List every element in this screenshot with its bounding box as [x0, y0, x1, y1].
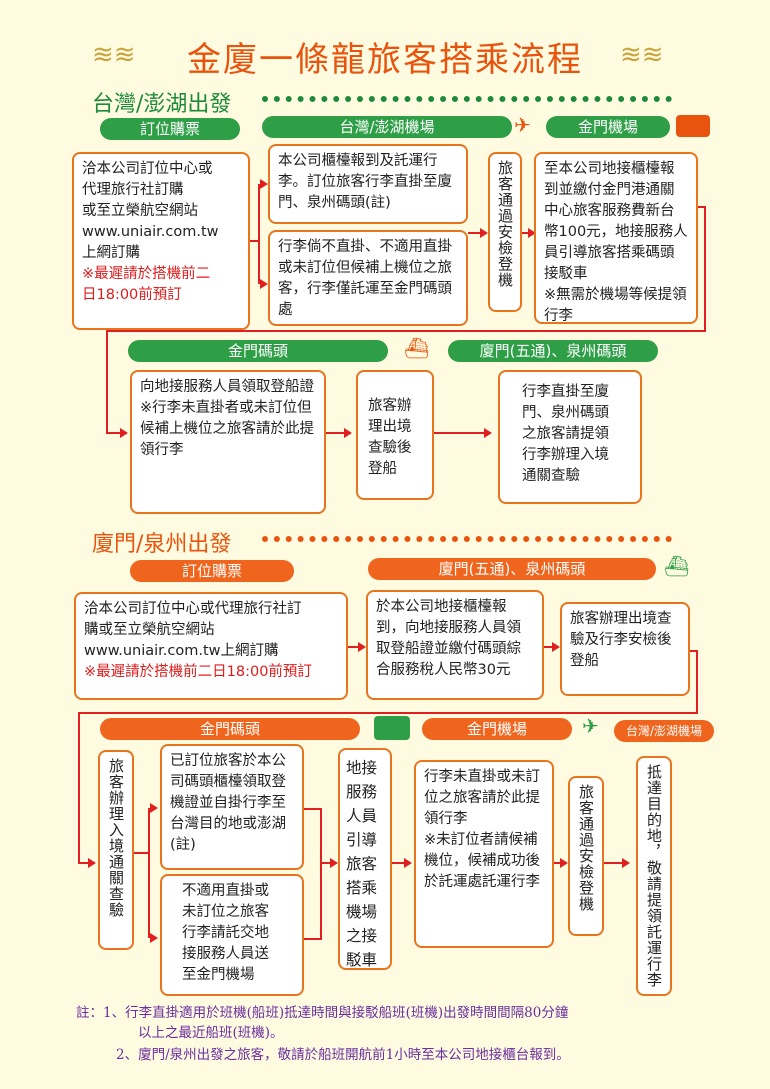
box-unbooked: 不適用直掛或未訂位之旅客行李請託交地接服務人員送至金門機場 [160, 874, 304, 996]
vbox-guide: 地接服務人員引導旅客搭乘機場之接駁車 [338, 748, 392, 970]
box-booked: 已訂位旅客於本公司碼頭櫃檯領取登機證並自掛行李至台灣目的地或澎湖(註) [160, 744, 304, 870]
arrive-text: 抵達目的地，敬請提領託運行李 [645, 764, 663, 988]
booking-line: 上網訂購 [82, 245, 140, 261]
security-text: 旅客通過安檢登機 [577, 784, 595, 912]
pill-xm-pier: 廈門(五通)、泉州碼頭 [368, 558, 656, 580]
vbox-security: 旅客通過安檢登機 [568, 776, 604, 936]
vbox-security: 旅客通過安檢登機 [488, 152, 522, 312]
box-counter: 於本公司地接櫃檯報到，向地接服務人員領取登船證並繳付碼頭綜合服務稅人民幣30元 [366, 590, 544, 700]
security-text: 旅客通過安檢登機 [496, 160, 514, 288]
box-booking: 洽本公司訂位中心或 代理旅行社訂購 或至立榮航空網站 www.uniair.co… [72, 152, 250, 330]
pill-booking: 訂位購票 [130, 560, 294, 582]
booking-warning: ※最遲請於搭機前二 [82, 266, 211, 282]
pill-km-airport: 金門機場 [422, 718, 572, 740]
booking-line: 或至立榮航空網站 [82, 203, 198, 219]
booking-warning: 日18:00前預訂 [82, 287, 182, 303]
box-immigration: 旅客辦理出境查驗後登船 [356, 370, 434, 500]
section-heading-taiwan: 台灣/澎湖出發 [92, 92, 232, 117]
airplane-icon: ✈ [582, 714, 599, 738]
pill-booking: 訂位購票 [100, 118, 240, 140]
vbox-entry: 旅客辦理入境通關查驗 [98, 750, 134, 950]
box-arrival: 行李直掛至廈門、泉州碼頭之旅客請提領行李辦理入境通關查驗 [498, 370, 642, 504]
box-pier: 向地接服務人員領取登船證 ※行李未直掛者或未訂位但候補上機位之旅客請於此提領行李 [130, 370, 326, 514]
title-ornament-right: ≋≋ [620, 40, 664, 70]
note-1: 註：1、行李直掛適用於班機(船班)抵達時間與接駁船班(班機)出發時間間隔80分鐘 [76, 1005, 569, 1021]
section-divider [262, 96, 672, 102]
booking-line: www.uniair.com.tw上網訂購 [84, 643, 279, 659]
note-2: 2、廈門/泉州出發之旅客，敬請於船班開航前1小時至本公司地接櫃台報到。 [116, 1047, 570, 1063]
pill-tw-airport: 台灣/澎湖機場 [262, 116, 512, 138]
airplane-icon: ✈ [514, 113, 531, 137]
box-booking: 洽本公司訂位中心或代理旅行社訂 購或至立榮航空網站 www.uniair.com… [74, 592, 348, 700]
booking-line: 洽本公司訂位中心或代理旅行社訂 [84, 601, 302, 617]
title-ornament-left: ≋≋ [92, 40, 136, 70]
box-board: 旅客辦理出境查驗及行李安檢後登船 [560, 602, 690, 696]
bus-icon [374, 716, 410, 740]
page-title: 金廈一條龍旅客搭乘流程 [187, 40, 583, 80]
pill-km-airport: 金門機場 [546, 116, 670, 138]
booking-line: 代理旅行社訂購 [82, 182, 184, 198]
box-km-counter: 至本公司地接櫃檯報到並繳付金門港通關中心旅客服務費新台幣100元，地接服務人員引… [534, 152, 698, 324]
box-airport: 行李未直掛或未訂位之旅客請於此提領行李 ※未訂位者請候補機位，候補成功後於託運處… [414, 760, 554, 948]
pill-km-pier: 金門碼頭 [128, 340, 388, 362]
pill-tw-airport: 台灣/澎湖機場 [614, 720, 714, 742]
booking-warning: ※最遲請於搭機前二日18:00前預訂 [84, 664, 312, 680]
section-divider [262, 536, 672, 542]
vbox-arrive: 抵達目的地，敬請提領託運行李 [636, 756, 672, 996]
ship-icon: ⛴ [664, 554, 690, 578]
box-checkin: 本公司櫃檯報到及託運行李。訂位旅客行李直掛至廈門、泉州碼頭(註) [268, 144, 468, 224]
note-1-cont: 以上之最近船班(班機)。 [138, 1025, 284, 1041]
pill-km-pier: 金門碼頭 [100, 718, 360, 740]
booking-line: 洽本公司訂位中心或 [82, 161, 213, 177]
booking-line: 購或至立榮航空網站 [84, 622, 215, 638]
booking-line: www.uniair.com.tw [82, 224, 219, 240]
bus-icon [676, 115, 710, 137]
box-standby: 行李倘不直掛、不適用直掛或未訂位但候補上機位之旅客，行李僅託運至金門碼頭處 [268, 230, 468, 326]
section-heading-xiamen: 廈門/泉州出發 [92, 532, 232, 557]
pill-xm-pier: 廈門(五通)、泉州碼頭 [448, 340, 658, 362]
entry-text: 旅客辦理入境通關查驗 [107, 758, 125, 918]
ship-icon: ⛴ [404, 336, 430, 360]
